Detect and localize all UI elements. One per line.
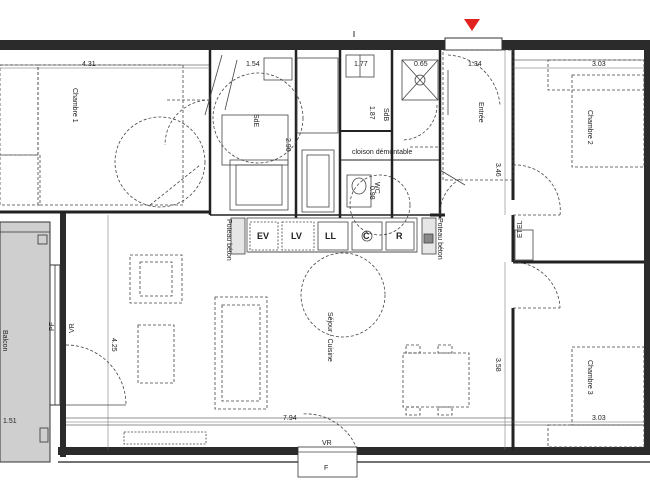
room-label-sde: SdE [252,114,259,128]
note-poteau-right: Poteau béton [436,218,443,260]
room-label-sejour: Séjour - Cuisine [326,312,333,362]
dimension-labels: 4.31 1.54 1.77 0.65 1.34 3.03 2.90 1.87 … [3,61,606,425]
room-label-balcon: Balcon [1,330,8,352]
appliance-c: C [363,231,370,241]
room-label-wc: WC [373,182,380,194]
room-label-chambre2: Chambre 2 [586,110,593,145]
dim-ch1-width: 4.31 [82,61,96,68]
dim-balcon-width: 1.51 [3,418,17,425]
room-label-chambre3: Chambre 3 [586,360,593,395]
note-poteau-left: Poteau béton [225,219,232,261]
bedroom-1-furniture [0,64,211,208]
dimension-lines [0,50,644,450]
note-etel: ETEL [517,220,524,238]
dim-wc-depth: 0.98 [368,186,375,200]
note-pf: PF [49,322,56,331]
shower-room [204,54,339,213]
entrance-arrow-icon [464,19,480,31]
appliance-ll: LL [325,231,336,241]
dim-sejour-width: 7.94 [283,415,297,422]
appliance-labels: EV LV LL C R [257,231,403,241]
dim-sdb-depth: 1.87 [368,106,375,120]
dim-sdb-width: 1.77 [354,61,368,68]
note-vr-left: VR [69,323,76,333]
note-vr-bottom: VR [322,440,332,447]
dim-entree-width: 1.34 [468,61,482,68]
living-kitchen [65,217,470,478]
bedroom-3-furniture [512,261,645,448]
dim-sde-width: 1.54 [246,61,260,68]
plan-notes: cloison démontable Poteau béton Poteau b… [49,149,524,472]
appliance-lv: LV [291,231,302,241]
dim-sejour-depth: 4.25 [110,338,117,352]
balcony [0,221,61,463]
bedroom-2-furniture [512,59,645,261]
note-cloison: cloison démontable [352,149,412,156]
note-f: F [324,465,328,472]
bathroom-wc [345,54,439,236]
dim-ch2-width: 3.03 [592,61,606,68]
room-label-entree: Entrée [477,102,484,123]
dim-sde-depth: 2.90 [284,138,291,152]
dim-ch3-depth: 3.58 [494,358,501,372]
appliance-ev: EV [257,231,269,241]
dim-ch3-width: 3.03 [592,415,606,422]
room-label-sdb: SdB [382,108,389,122]
room-label-chambre1: Chambre 1 [71,88,78,123]
room-labels: Chambre 1 Chambre 2 Chambre 3 SdE SdB WC… [1,88,593,395]
appliance-r: R [396,231,403,241]
entrance [439,49,514,216]
dim-wc-width: 0.65 [414,61,428,68]
dim-ch2-depth: 3.46 [494,163,501,177]
